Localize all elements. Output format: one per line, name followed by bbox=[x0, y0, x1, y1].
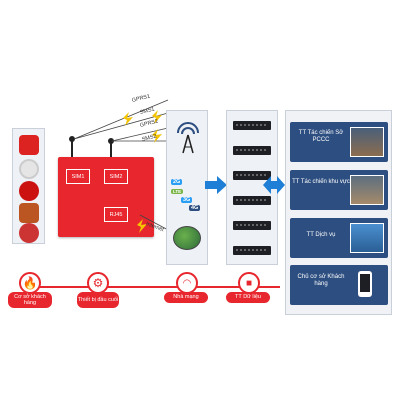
center-card-4: Chủ cơ sở Khách hàng bbox=[290, 265, 388, 305]
service-center-photo bbox=[350, 223, 384, 253]
step-1-icon: 🔥 bbox=[19, 272, 41, 294]
alarm-bell-icon bbox=[19, 181, 39, 201]
bidirectional-arrow bbox=[263, 176, 285, 194]
step-2-icon: ⚙ bbox=[87, 272, 109, 294]
3g-badge: 3G bbox=[181, 197, 193, 203]
server-unit-1 bbox=[233, 121, 271, 130]
step-1-label: Cơ sở khách hàng bbox=[8, 292, 52, 308]
rj45-port: RJ45 bbox=[104, 207, 128, 222]
step-3-label: Nhà mạng bbox=[164, 292, 208, 303]
sim1-slot: SIM1 bbox=[66, 169, 90, 184]
server-unit-4 bbox=[233, 196, 271, 205]
regional-center-photo bbox=[350, 175, 384, 205]
center-label-2: TT Tác chiến khu vực bbox=[292, 179, 350, 185]
lte-badge: LTE bbox=[171, 189, 184, 194]
phone-icon bbox=[358, 271, 372, 297]
server-unit-3 bbox=[233, 171, 271, 180]
center-card-1: TT Tác chiến Sở PCCC bbox=[290, 122, 388, 162]
antenna-2 bbox=[110, 140, 112, 157]
4g-badge: 4G bbox=[189, 205, 201, 211]
carrier-panel: 2G LTE 3G 4G bbox=[166, 110, 208, 265]
antenna-1 bbox=[71, 138, 73, 157]
2g-badge: 2G bbox=[171, 179, 183, 185]
sim2-slot: SIM2 bbox=[104, 169, 128, 184]
fire-pump-icon bbox=[19, 203, 39, 223]
terminal-device: SIM1 SIM2 RJ45 bbox=[58, 157, 154, 237]
center-label-4: Chủ cơ sở Khách hàng bbox=[297, 274, 345, 287]
step-4-icon: ■ bbox=[238, 272, 260, 294]
server-unit-5 bbox=[233, 221, 271, 230]
globe-icon bbox=[173, 226, 201, 250]
center-card-2: TT Tác chiến khu vực bbox=[290, 170, 388, 210]
center-card-3: TT Dịch vụ bbox=[290, 218, 388, 258]
fire-alarm-panel-icon bbox=[19, 135, 39, 155]
server-unit-2 bbox=[233, 146, 271, 155]
flow-line bbox=[22, 286, 280, 288]
step-4-label: TT Dữ liệu bbox=[226, 292, 270, 303]
control-room-photo bbox=[350, 127, 384, 157]
smoke-detector-icon bbox=[19, 159, 39, 179]
antenna-2-tip bbox=[108, 138, 114, 144]
step-3-icon: ◠ bbox=[176, 272, 198, 294]
cell-tower-icon bbox=[177, 122, 199, 154]
arrow-to-servers bbox=[205, 176, 227, 194]
center-label-3: TT Dịch vụ bbox=[306, 232, 336, 238]
step-2-label: Thiết bị đầu cuối bbox=[77, 292, 119, 308]
antenna-1-tip bbox=[69, 136, 75, 142]
sprinkler-icon bbox=[19, 223, 39, 243]
server-unit-6 bbox=[233, 246, 271, 255]
center-label-1: TT Tác chiến Sở PCCC bbox=[298, 130, 344, 143]
customer-devices-panel bbox=[12, 128, 45, 244]
